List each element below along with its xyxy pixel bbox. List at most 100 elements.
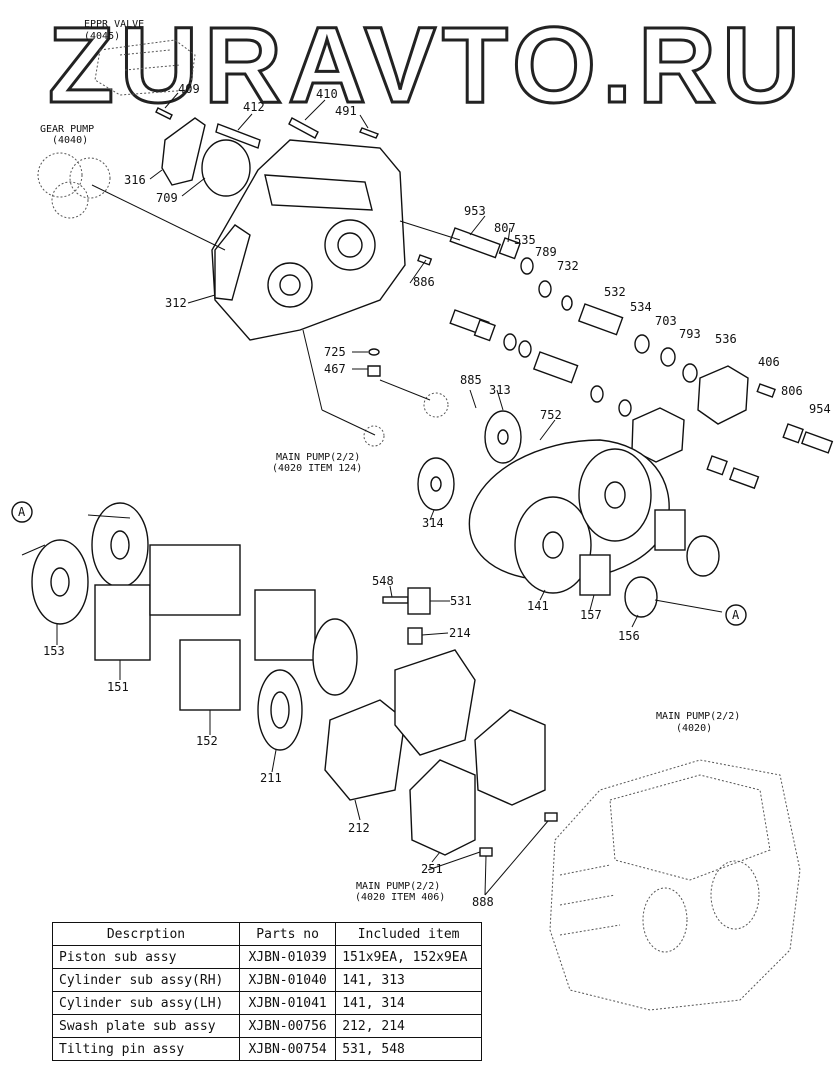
row-parts-no: XJBN-00754 — [238, 1037, 337, 1061]
pistons-151 — [94, 544, 241, 661]
row-description: Piston sub assy — [52, 945, 240, 969]
gear-pump-ref: (4040) — [52, 135, 88, 146]
part-label-532: 532 — [604, 285, 626, 299]
part-label-806: 806 — [781, 384, 803, 398]
bushing-156b — [686, 535, 720, 577]
part-label-789: 789 — [535, 245, 557, 259]
bushing-156 — [624, 576, 658, 618]
part-label-954: 954 — [809, 402, 831, 416]
part-label-211: 211 — [260, 771, 282, 785]
table-row: Tilting pin assy XJBN-00754 531, 548 — [52, 1037, 482, 1061]
part-label-888: 888 — [472, 895, 494, 909]
springs-157 — [579, 509, 686, 596]
row-included-item: 531, 548 — [335, 1037, 482, 1061]
part-label-886: 886 — [413, 275, 435, 289]
part-label-491: 491 — [335, 104, 357, 118]
main-pump-assembly-drawing — [549, 759, 801, 1011]
ref-a-left: A — [18, 505, 26, 519]
part-label-793: 793 — [679, 327, 701, 341]
leader-lines — [21, 92, 723, 896]
part-label-725: 725 — [324, 345, 346, 359]
part-label-141: 141 — [527, 599, 549, 613]
shoe-plate-211b — [312, 618, 358, 696]
main-pump-mid-ref: (4020 ITEM 124) — [272, 463, 362, 474]
ref-a-circle-right — [725, 604, 747, 626]
part-label-531: 531 — [450, 594, 472, 608]
header-included-item: Included item — [335, 922, 482, 946]
part-label-316: 316 — [124, 173, 146, 187]
eppr-valve-drawing — [94, 39, 196, 96]
part-label-752: 752 — [540, 408, 562, 422]
part-label-409: 409 — [178, 82, 200, 96]
row-included-item: 141, 313 — [335, 968, 482, 992]
spool-parts — [367, 227, 834, 490]
pump-ref-circle-2 — [363, 425, 385, 447]
header-description: Descrption — [52, 922, 240, 946]
part-label-212: 212 — [348, 821, 370, 835]
part-label-548: 548 — [372, 574, 394, 588]
header-parts-no: Parts no — [238, 922, 337, 946]
part-label-314: 314 — [422, 516, 444, 530]
part-label-153: 153 — [43, 644, 65, 658]
row-parts-no: XJBN-01040 — [238, 968, 337, 992]
bolt-412 — [215, 123, 261, 149]
watermark: ZURAVTO.RU — [48, 4, 806, 125]
row-description: Cylinder sub assy(LH) — [52, 991, 240, 1015]
part-label-151: 151 — [107, 680, 129, 694]
shoes-152 — [179, 589, 316, 711]
bolt-410 — [288, 117, 319, 139]
ref-a-right: A — [732, 608, 740, 622]
row-description: Tilting pin assy — [52, 1037, 240, 1061]
table-row: Swash plate sub assy XJBN-00756 212, 214 — [52, 1014, 482, 1038]
row-parts-no: XJBN-00756 — [238, 1014, 337, 1038]
row-included-item: 151x9EA, 152x9EA — [335, 945, 482, 969]
pump-ref-circle-1 — [423, 392, 449, 418]
housing-312 — [211, 139, 406, 341]
part-label-467: 467 — [324, 362, 346, 376]
valve-plate-314-hole — [430, 476, 442, 492]
gear-pump-label: GEAR PUMP — [40, 124, 94, 135]
row-included-item: 141, 314 — [335, 991, 482, 1015]
row-parts-no: XJBN-01041 — [238, 991, 337, 1015]
part-label-732: 732 — [557, 259, 579, 273]
part-label-535: 535 — [514, 233, 536, 247]
tilting-pin-531 — [407, 587, 431, 615]
cover-316 — [161, 117, 206, 186]
main-pump-bot-ref: (4020 ITEM 406) — [355, 892, 445, 903]
bolt-491 — [359, 127, 379, 139]
table-row: Piston sub assy XJBN-01039 151x9EA, 152x… — [52, 945, 482, 969]
part-label-410: 410 — [316, 87, 338, 101]
table-row: Cylinder sub assy(RH) XJBN-01040 141, 31… — [52, 968, 482, 992]
part-label-534: 534 — [630, 300, 652, 314]
row-parts-no: XJBN-01039 — [238, 945, 337, 969]
cylinder-block-141 — [514, 448, 652, 594]
main-pump-assy-label: MAIN PUMP(2/2) — [656, 711, 740, 722]
retainer-plate-153 — [31, 502, 149, 625]
bolt-409 — [155, 107, 173, 120]
pin-888b — [544, 812, 558, 822]
part-label-156: 156 — [618, 629, 640, 643]
parts-table-header: Descrption Parts no Included item — [52, 922, 482, 946]
row-description: Cylinder sub assy(RH) — [52, 968, 240, 992]
part-label-807: 807 — [494, 221, 516, 235]
part-label-885: 885 — [460, 373, 482, 387]
part-label-157: 157 — [580, 608, 602, 622]
eppr-valve-label: EPPR VALVE — [84, 19, 144, 30]
part-label-312: 312 — [165, 296, 187, 310]
row-description: Swash plate sub assy — [52, 1014, 240, 1038]
part-label-406: 406 — [758, 355, 780, 369]
eppr-valve-ref: (4045) — [84, 31, 120, 42]
part-label-152: 152 — [196, 734, 218, 748]
part-label-709: 709 — [156, 191, 178, 205]
table-row: Cylinder sub assy(LH) XJBN-01041 141, 31… — [52, 991, 482, 1015]
part-label-703: 703 — [655, 314, 677, 328]
main-pump-mid-label: MAIN PUMP(2/2) — [276, 452, 360, 463]
gear-pump-drawing — [37, 152, 111, 219]
main-pump-bot-label: MAIN PUMP(2/2) — [356, 881, 440, 892]
gasket-709 — [201, 139, 251, 197]
part-label-536: 536 — [715, 332, 737, 346]
part-label-313: 313 — [489, 383, 511, 397]
row-included-item: 212, 214 — [335, 1014, 482, 1038]
part-label-412: 412 — [243, 100, 265, 114]
